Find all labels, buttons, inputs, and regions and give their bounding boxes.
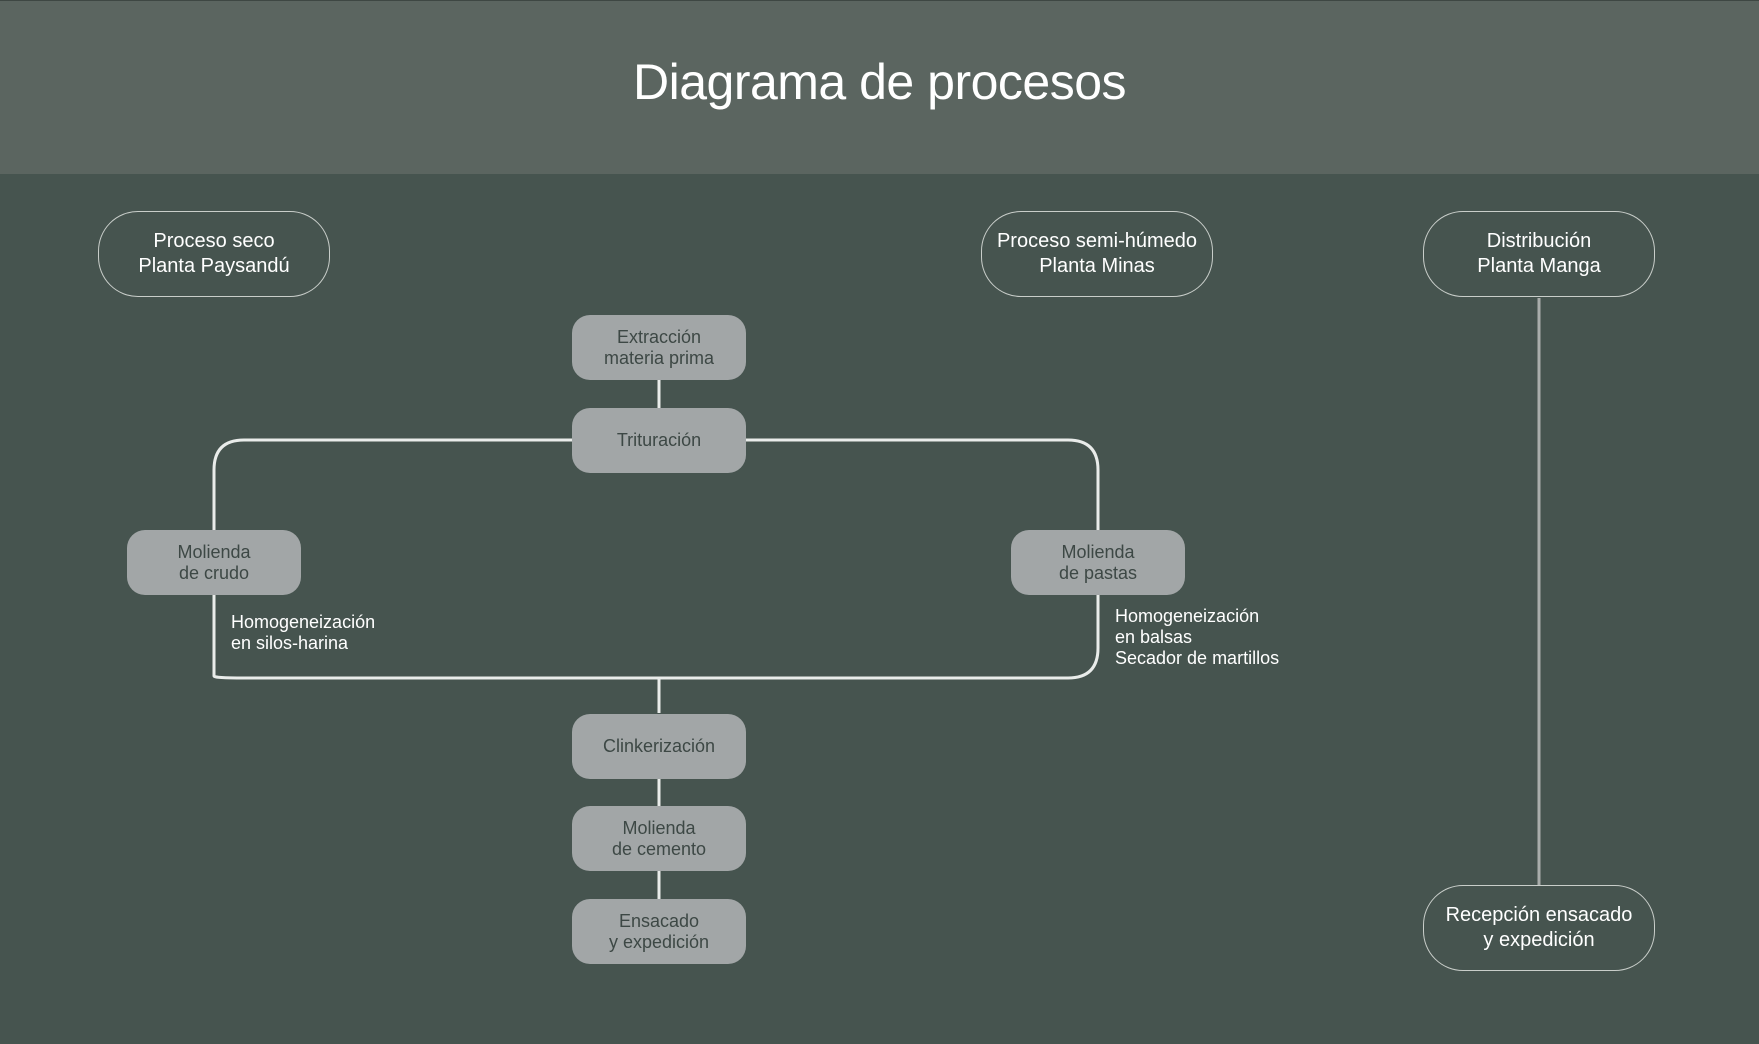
step-molienda-pastas: Molienda de pastas xyxy=(1011,530,1185,595)
step-molienda-cemento: Molienda de cemento xyxy=(572,806,746,871)
step-clinkerizacion-label: Clinkerización xyxy=(602,736,716,756)
header-distribucion-line1: Distribución xyxy=(1486,230,1592,252)
header-proceso-seco: Proceso seco Planta Paysandú xyxy=(98,211,330,297)
step-molienda-cemento-line2: de cemento xyxy=(611,838,707,859)
note-proceso-semi: Homogeneización en balsas Secador de mar… xyxy=(1115,606,1279,669)
step-molienda-pastas-line1: Molienda xyxy=(1061,541,1135,562)
step-molienda-crudo: Molienda de crudo xyxy=(127,530,301,595)
step-extraccion-line2: materia prima xyxy=(603,347,715,368)
connector-lines xyxy=(212,298,1541,899)
distribution-end-line1: Recepción ensacado xyxy=(1445,904,1633,926)
step-ensacado: Ensacado y expedición xyxy=(572,899,746,964)
header-proceso-semi-line1: Proceso semi-húmedo xyxy=(996,230,1198,252)
note-proceso-seco-line2: en silos-harina xyxy=(231,633,349,653)
step-ensacado-line1: Ensacado xyxy=(618,910,700,931)
header-proceso-semi-humedo: Proceso semi-húmedo Planta Minas xyxy=(981,211,1213,297)
step-clinkerizacion: Clinkerización xyxy=(572,714,746,779)
header-distribucion: Distribución Planta Manga xyxy=(1423,211,1655,297)
note-proceso-semi-line2: en balsas xyxy=(1115,627,1193,647)
step-molienda-crudo-line1: Molienda xyxy=(177,541,251,562)
header-proceso-seco-line1: Proceso seco xyxy=(153,230,275,252)
note-proceso-seco: Homogeneización en silos-harina xyxy=(231,612,375,654)
step-trituracion-label: Trituración xyxy=(616,430,702,450)
distribution-end: Recepción ensacado y expedición xyxy=(1423,885,1655,971)
step-molienda-pastas-line2: de pastas xyxy=(1058,562,1138,583)
page-title: Diagrama de procesos xyxy=(632,54,1127,110)
step-ensacado-line2: y expedición xyxy=(608,931,710,952)
step-molienda-crudo-line2: de crudo xyxy=(178,562,250,583)
header-band: Diagrama de procesos xyxy=(0,0,1759,174)
connector-loop xyxy=(212,438,1100,680)
note-proceso-semi-line1: Homogeneización xyxy=(1115,606,1260,626)
step-extraccion: Extracción materia prima xyxy=(572,315,746,380)
process-diagram: Proceso seco Planta Paysandú Proceso sem… xyxy=(0,174,1759,1044)
note-proceso-semi-line3: Secador de martillos xyxy=(1115,648,1280,668)
step-trituracion: Trituración xyxy=(572,408,746,473)
distribution-end-line2: y expedición xyxy=(1483,929,1595,951)
step-extraccion-line1: Extracción xyxy=(616,326,702,347)
header-distribucion-line2: Planta Manga xyxy=(1477,255,1601,277)
header-proceso-semi-line2: Planta Minas xyxy=(1039,255,1155,277)
note-proceso-seco-line1: Homogeneización xyxy=(231,612,376,632)
step-molienda-cemento-line1: Molienda xyxy=(622,817,696,838)
header-proceso-seco-line2: Planta Paysandú xyxy=(138,255,290,277)
